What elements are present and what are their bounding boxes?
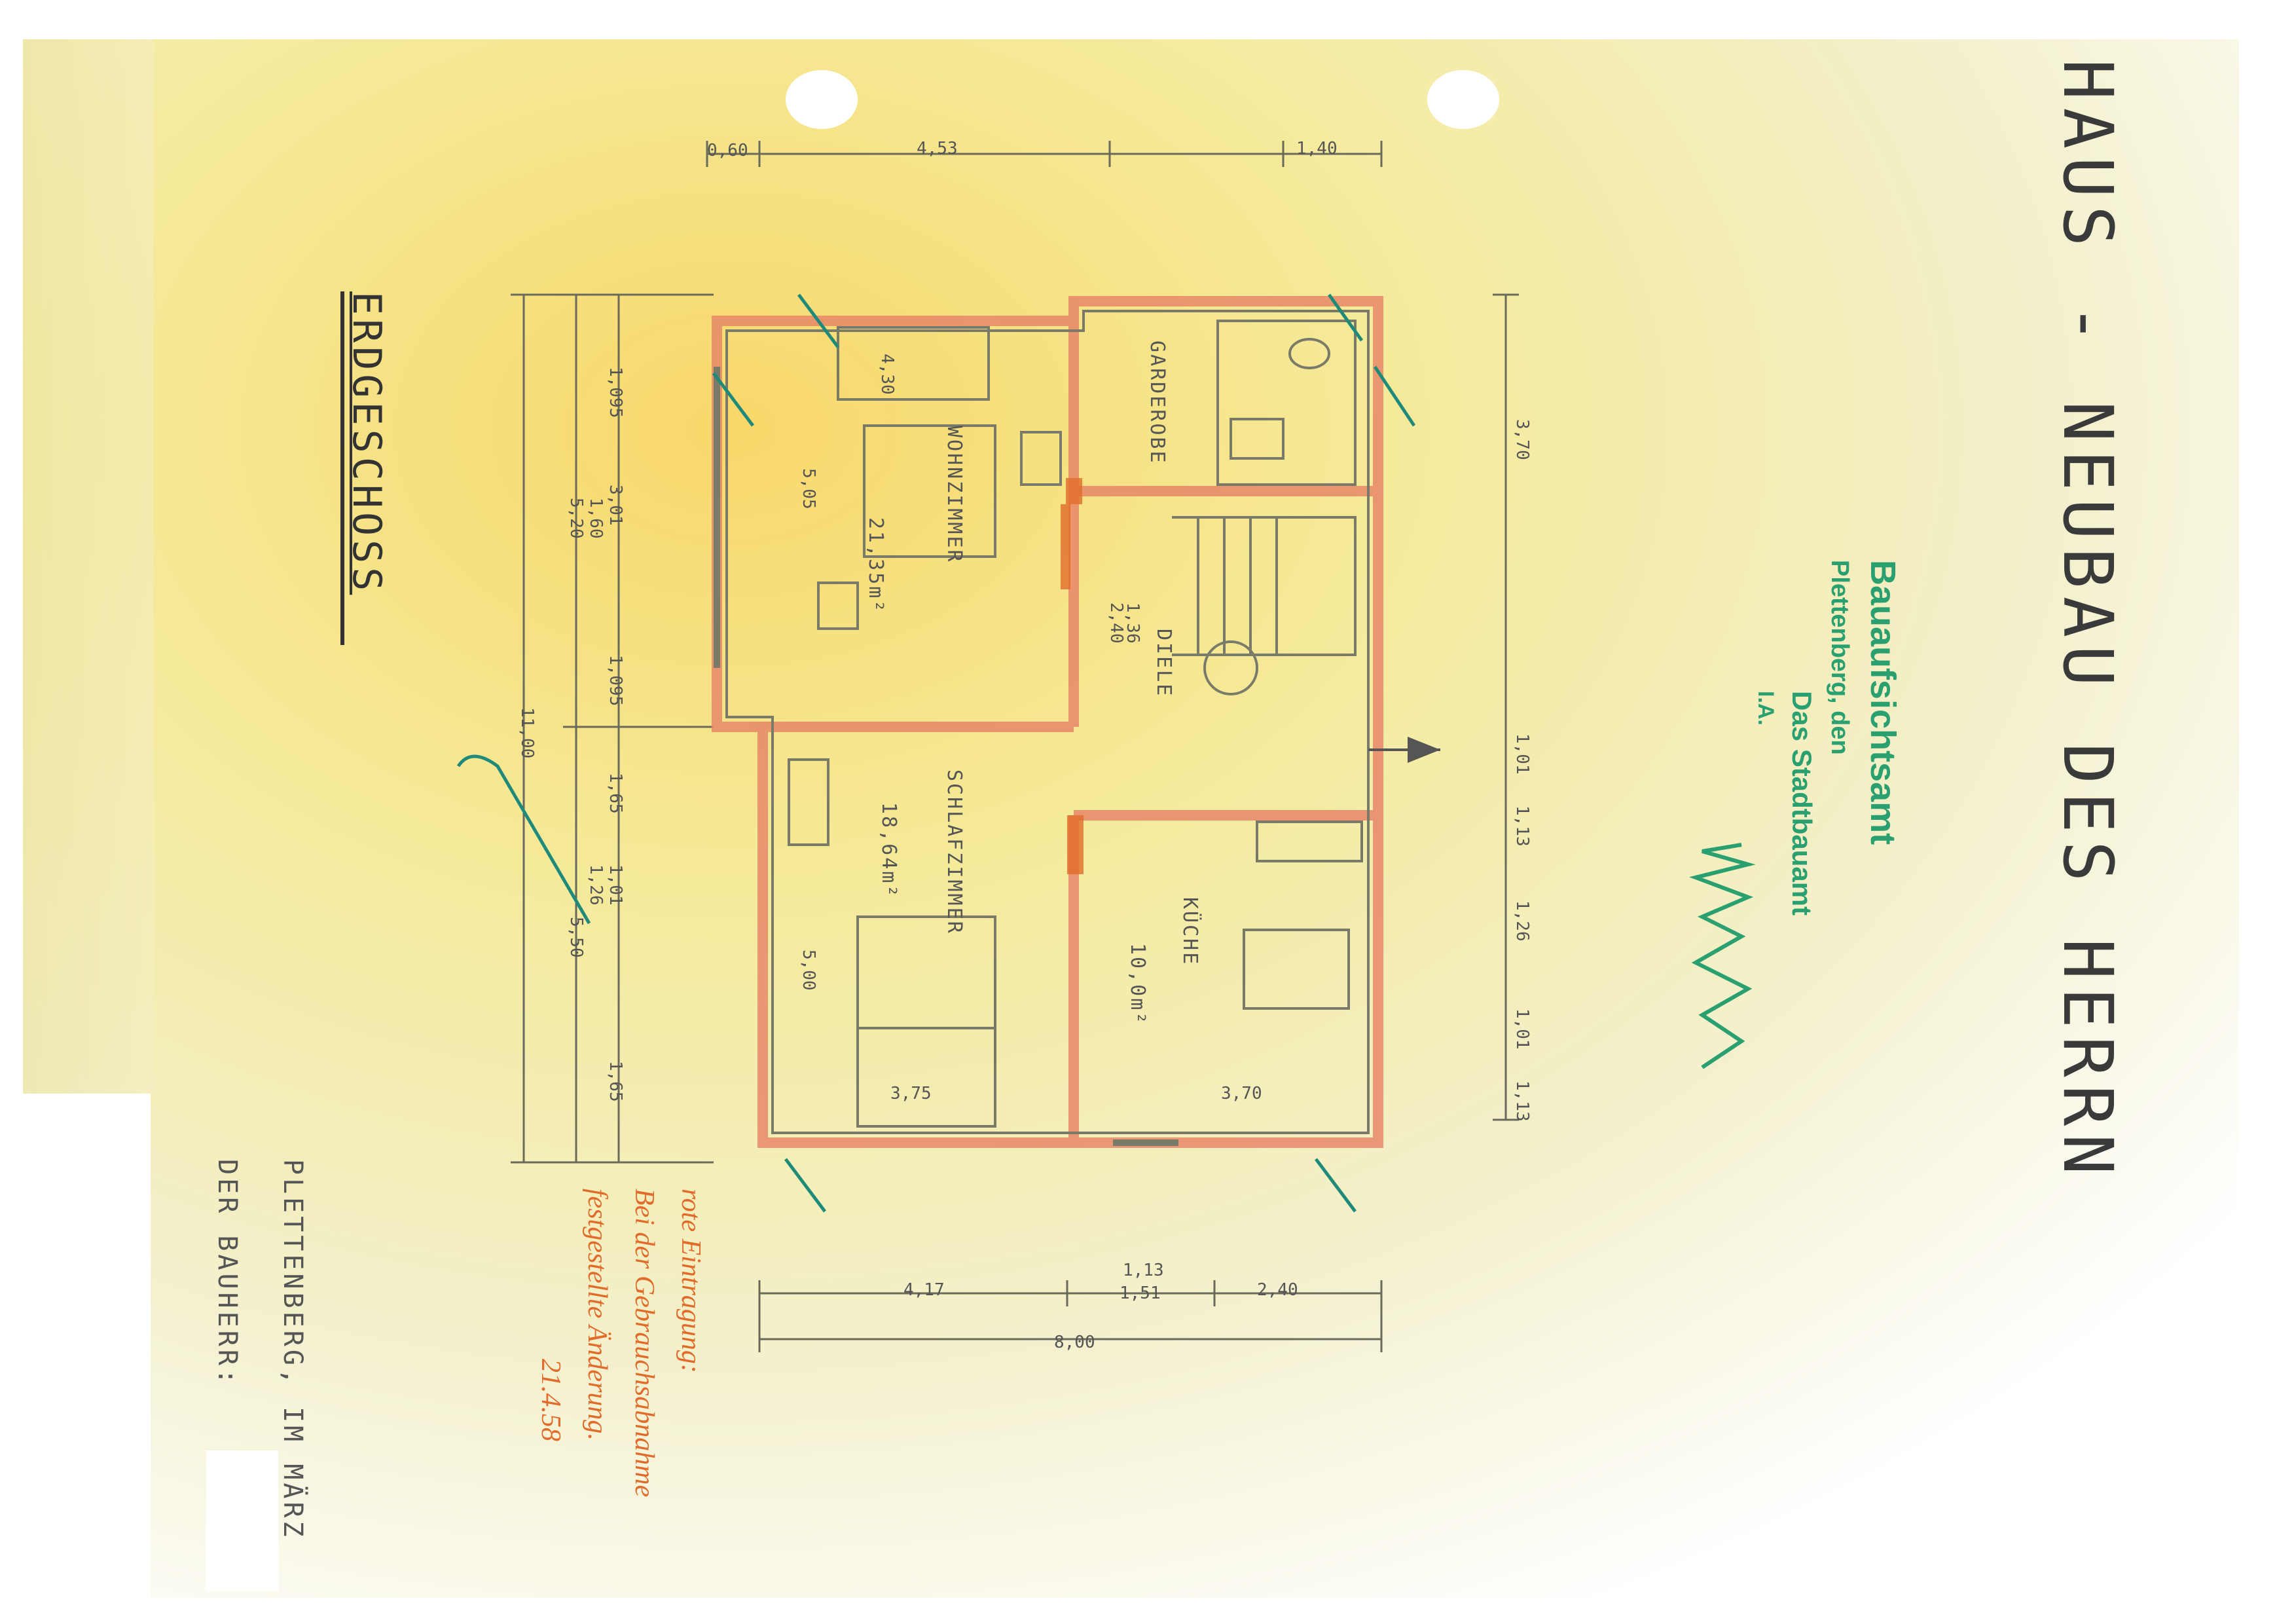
dim-top-1: 0,60 <box>707 141 748 160</box>
dim-left-9: 1,26 <box>586 864 606 906</box>
dim-bottom-1: 4,17 <box>903 1280 945 1300</box>
floor-label: ERDGESCHOSS <box>344 291 390 595</box>
dim-left-5: 1,095 <box>606 655 625 707</box>
dim-right-6: 1,13 <box>1512 1080 1532 1122</box>
place-date: PLETTENBERG, IM MÄRZ <box>278 1159 308 1540</box>
punch-hole <box>786 70 858 129</box>
dim-left-7: 1,65 <box>606 773 625 814</box>
stamp-line-1: Bauaufsichtsamt <box>1863 560 1903 845</box>
dim-right-5: 1,01 <box>1512 1008 1532 1050</box>
dim-right-4: 1,26 <box>1512 900 1532 942</box>
dim-interior-4: 5,00 <box>799 950 818 991</box>
dim-interior-2: 5,05 <box>799 468 818 509</box>
dim-bottom-5: 8,00 <box>1054 1333 1095 1352</box>
dim-interior-3: 3,75 <box>890 1084 932 1103</box>
dim-left-1: 1,095 <box>606 367 625 418</box>
annotation-line-1: rote Eintragung: <box>676 1189 706 1373</box>
room-wohnzimmer-area: 21,35m² <box>864 517 887 614</box>
stamp-line-2: Plettenberg, den <box>1825 560 1853 755</box>
dim-bottom-3: 1,51 <box>1120 1283 1161 1303</box>
annotation-line-4: 21.4.58 <box>535 1359 566 1441</box>
dim-left-8: 1,01 <box>606 864 625 906</box>
document-title: HAUS - NEUBAU DES HERRN <box>2048 59 2128 1183</box>
dim-top-2: 4,53 <box>917 139 958 158</box>
room-schlafzimmer: SCHLAFZIMMER <box>943 769 966 935</box>
stamp-signature <box>1688 843 1756 1069</box>
room-wohnzimmer: WOHNZIMMER <box>943 426 966 564</box>
dim-left-10: 5,50 <box>566 917 586 958</box>
dim-left-2: 3,01 <box>606 485 625 526</box>
dim-left-11: 1,65 <box>606 1061 625 1102</box>
floor-label-underline <box>340 291 344 645</box>
room-kueche-area: 10,0m² <box>1126 943 1149 1026</box>
dim-right-2: 1,01 <box>1512 733 1532 775</box>
room-schlafzimmer-area: 18,64m² <box>877 802 900 899</box>
dim-left-6: 11,00 <box>517 707 537 759</box>
annotation-line-2: Bei der Gebrauchsabnahme <box>629 1189 659 1498</box>
dim-left-3: 1,60 <box>586 498 606 539</box>
dim-interior-5: 3,70 <box>1221 1084 1262 1103</box>
dim-bottom-2: 1,13 <box>1123 1261 1164 1280</box>
dim-right-3: 1,13 <box>1512 805 1532 847</box>
stamp-line-3: Das Stadtbauamt <box>1786 691 1817 916</box>
change-annotation: rote Eintragung: Bei der Gebrauchsabnahm… <box>526 1189 714 1497</box>
dim-top-3: 1,40 <box>1296 139 1338 158</box>
room-garderobe: GARDEROBE <box>1146 341 1169 465</box>
dim-left-4: 5,20 <box>566 498 586 539</box>
dim-right-1: 3,70 <box>1512 419 1532 460</box>
approval-stamp: Bauaufsichtsamt Plettenberg, den Das Sta… <box>1749 560 1908 915</box>
dim-interior-7: 1,36 <box>1123 602 1142 644</box>
dim-bottom-4: 2,40 <box>1257 1280 1298 1300</box>
annotation-line-3: festgestellte Änderung. <box>582 1189 613 1441</box>
room-kueche: KÜCHE <box>1178 897 1201 967</box>
dim-interior-1: 4,30 <box>877 354 897 395</box>
room-diele: DIELE <box>1152 629 1175 698</box>
punch-hole <box>1427 70 1499 129</box>
builder-label: DER BAUHERR: <box>212 1159 242 1388</box>
